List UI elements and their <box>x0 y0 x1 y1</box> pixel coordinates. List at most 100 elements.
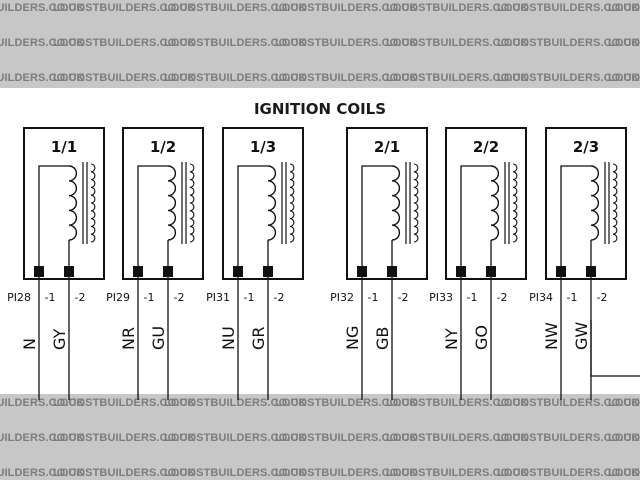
primary-winding <box>490 165 500 241</box>
terminal-pin <box>133 266 143 277</box>
watermark-text: LOCOSTBUILDERS.CO.UK <box>608 72 640 84</box>
primary-winding <box>590 165 600 241</box>
coil-label: 1/2 <box>150 138 176 156</box>
pin-number: -1 <box>467 291 478 304</box>
watermark-text: LOCOSTBUILDERS.CO.UK <box>164 432 307 444</box>
terminal-pin <box>64 266 74 277</box>
watermark-text: LOCOSTBUILDERS.CO.UK <box>608 467 640 479</box>
watermark-text: LOCOSTBUILDERS.CO.UK <box>608 37 640 49</box>
terminal-pin <box>556 266 566 277</box>
winding-lead <box>460 165 491 271</box>
connector-id: PI32 <box>330 291 354 304</box>
pin-number: -1 <box>45 291 56 304</box>
connector-id: PI31 <box>206 291 230 304</box>
watermark-text: LOCOSTBUILDERS.CO.UK <box>386 72 529 84</box>
terminal-pin <box>387 266 397 277</box>
secondary-winding <box>413 163 419 243</box>
pin-number: -2 <box>174 291 185 304</box>
watermark-text: LOCOSTBUILDERS.CO.UK <box>275 397 418 409</box>
wire-color-code: NG <box>343 326 362 350</box>
watermark-text: LOCOSTBUILDERS.CO.UK <box>275 432 418 444</box>
coil-label: 2/1 <box>374 138 400 156</box>
watermark-text: LOCOSTBUILDERS.CO.UK <box>386 432 529 444</box>
terminal-pin <box>263 266 273 277</box>
primary-winding <box>167 165 177 241</box>
watermark-text: LOCOSTBUILDERS.CO.UK <box>497 37 640 49</box>
connector-id: PI33 <box>429 291 453 304</box>
pin-number: -1 <box>567 291 578 304</box>
wire-color-code: GW <box>572 322 591 350</box>
watermark-text: LOCOSTBUILDERS.CO.UK <box>608 432 640 444</box>
watermark-text: LOCOSTBUILDERS.CO.UK <box>497 72 640 84</box>
secondary-winding <box>512 163 518 243</box>
pin-number: -2 <box>75 291 86 304</box>
watermark-text: LOCOSTBUILDERS.CO.UK <box>497 397 640 409</box>
watermark-text: LOCOSTBUILDERS.CO.UK <box>53 432 196 444</box>
wire-to-edge <box>590 320 640 377</box>
wire-color-code: N <box>20 338 39 350</box>
coil-box <box>346 127 428 280</box>
secondary-winding <box>612 163 618 243</box>
connector-id: PI29 <box>106 291 130 304</box>
watermark-row: LOCOSTBUILDERS.CO.UKLOCOSTBUILDERS.CO.UK… <box>0 37 640 49</box>
wire-color-code: NR <box>119 327 138 350</box>
watermark-text: LOCOSTBUILDERS.CO.UK <box>164 397 307 409</box>
watermark-row: LOCOSTBUILDERS.CO.UK LOCOSTBUILDERS.CO.UK… <box>0 467 640 479</box>
pin-number: -1 <box>144 291 155 304</box>
secondary-winding <box>90 163 96 243</box>
watermark-text: LOCOSTBUILDERS.CO.UK <box>53 2 196 14</box>
coil-box <box>445 127 527 280</box>
terminal-pin <box>486 266 496 277</box>
coil-box <box>122 127 204 280</box>
coil-label: 1/1 <box>51 138 77 156</box>
watermark-text: LOCOSTBUILDERS.CO.UK <box>386 397 529 409</box>
diagram-title: IGNITION COILS <box>253 100 387 118</box>
watermark-text: LOCOSTBUILDERS.CO.UK <box>53 467 196 479</box>
watermark-row: LOCOSTBUILDERS.CO.UKLOCOSTBUILDERS.CO.UK… <box>0 2 640 14</box>
watermark-text: LOCOSTBUILDERS.CO.UK <box>275 72 418 84</box>
winding-lead <box>237 165 268 271</box>
watermark-text: LOCOSTBUILDERS.CO.UK <box>164 37 307 49</box>
watermark-band-top: LOCOSTBUILDERS.CO.UKLOCOSTBUILDERS.CO.UK… <box>0 0 640 88</box>
pin-number: -2 <box>497 291 508 304</box>
watermark-text: LOCOSTBUILDERS.CO.UK <box>53 397 196 409</box>
connector-id: PI34 <box>529 291 553 304</box>
watermark-text: LOCOSTBUILDERS.CO.UK <box>386 37 529 49</box>
wire-color-code: NW <box>542 322 561 350</box>
watermark-text: LOCOSTBUILDERS.CO.UK <box>608 397 640 409</box>
watermark-text: LOCOSTBUILDERS.CO.UK <box>386 2 529 14</box>
wire-color-code: NY <box>442 328 461 350</box>
secondary-winding <box>289 163 295 243</box>
watermark-band-bottom: LOCOSTBUILDERS.CO.UKLOCOSTBUILDERS.CO.UK… <box>0 394 640 480</box>
coil-box <box>23 127 105 280</box>
primary-winding <box>68 165 78 241</box>
winding-lead <box>137 165 168 271</box>
watermark-text: LOCOSTBUILDERS.CO.UK <box>497 2 640 14</box>
watermark-text: LOCOSTBUILDERS.CO.UK <box>164 2 307 14</box>
wire-color-code: GY <box>50 328 69 350</box>
watermark-text: LOCOSTBUILDERS.CO.UK <box>386 467 529 479</box>
coil-label: 1/3 <box>250 138 276 156</box>
terminal-pin <box>34 266 44 277</box>
watermark-text: LOCOSTBUILDERS.CO.UK <box>275 37 418 49</box>
connector-id: PI28 <box>7 291 31 304</box>
watermark-text: LOCOSTBUILDERS.CO.UK <box>608 2 640 14</box>
watermark-text: LOCOSTBUILDERS.CO.UK <box>164 72 307 84</box>
pin-number: -2 <box>398 291 409 304</box>
wire-color-code: GO <box>472 325 491 350</box>
winding-lead <box>361 165 392 271</box>
watermark-text: LOCOSTBUILDERS.CO.UK <box>53 37 196 49</box>
watermark-row: LOCOSTBUILDERS.CO.UKLOCOSTBUILDERS.CO.UK… <box>0 72 640 84</box>
winding-lead <box>38 165 69 271</box>
pin-number: -2 <box>597 291 608 304</box>
watermark-row: LOCOSTBUILDERS.CO.UKLOCOSTBUILDERS.CO.UK… <box>0 397 640 409</box>
watermark-text: LOCOSTBUILDERS.CO.UK <box>53 72 196 84</box>
secondary-winding <box>189 163 195 243</box>
primary-winding <box>267 165 277 241</box>
coil-label: 2/2 <box>473 138 499 156</box>
watermark-row: LOCOSTBUILDERS.CO.UKLOCOSTBUILDERS.CO.UK… <box>0 432 640 444</box>
wire-color-code: GB <box>373 327 392 350</box>
